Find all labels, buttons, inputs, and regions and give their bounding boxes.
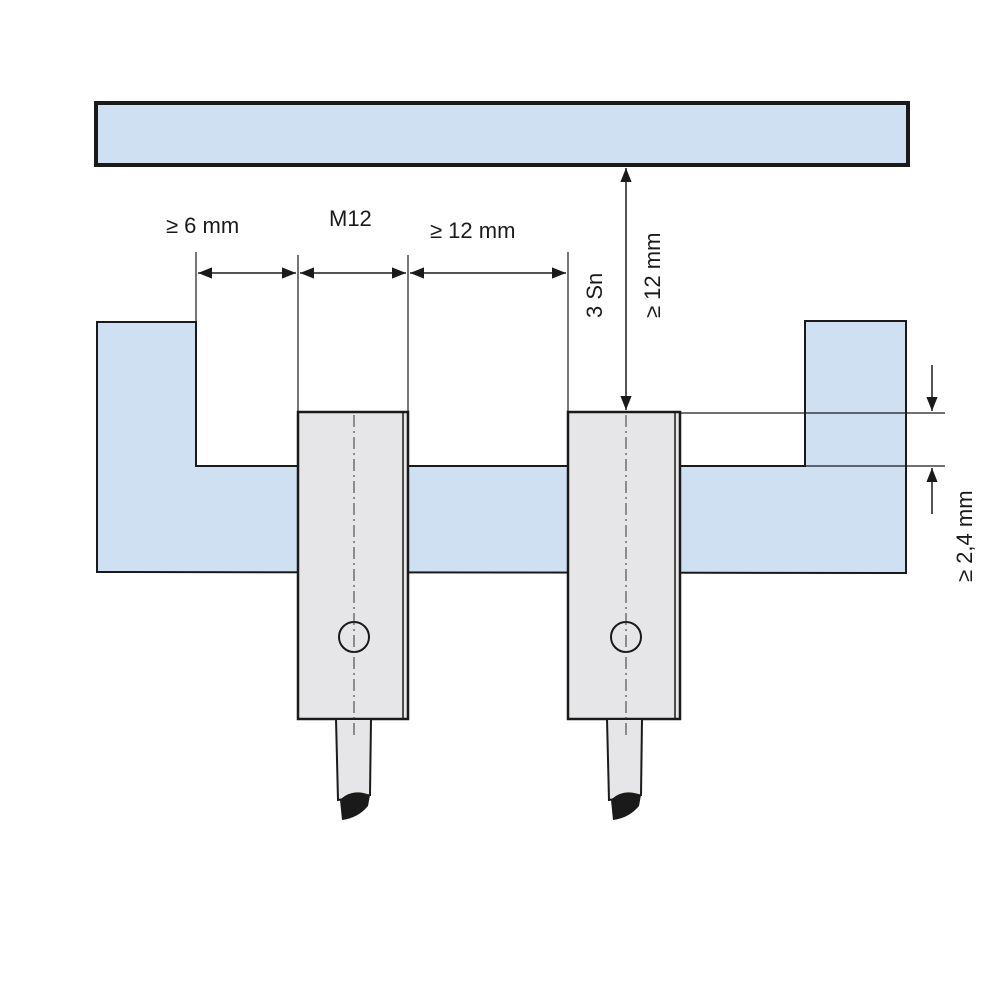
cable-end-icon [340,792,370,820]
cable [605,718,644,802]
label-sensing-gap: 3 Sn [582,273,607,318]
label-sensor-size: M12 [329,206,372,231]
label-target-distance: ≥ 12 mm [640,233,665,318]
label-side-clearance: ≥ 6 mm [166,213,239,238]
label-protrusion: ≥ 2,4 mm [952,490,977,582]
sensor-right [566,410,682,820]
extension-lines [195,252,945,467]
cable-end-icon [611,792,641,820]
target-plate [94,101,910,167]
dimension-arrows [198,168,938,514]
mounting-bracket [96,320,907,575]
sensor-body [296,410,410,721]
label-sensor-spacing: ≥ 12 mm [430,218,515,243]
sensor-body [566,410,682,721]
sensor-left [296,410,410,820]
